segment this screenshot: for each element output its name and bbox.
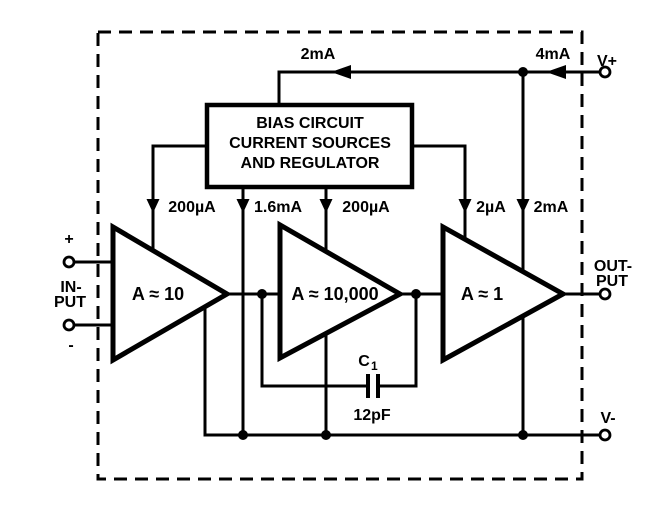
arrow-down-200ua-stage1-icon [146, 199, 160, 213]
output-terminal [598, 287, 612, 301]
junction-dots [238, 67, 528, 440]
label-current-1-6ma: 1.6mA [254, 199, 302, 216]
vminus-terminal [598, 428, 612, 442]
arrow-left-4ma-icon [546, 65, 566, 79]
junction-dot [257, 289, 267, 299]
label-output-line1: OUT- [594, 258, 632, 275]
chip-boundary-dashed-border [96, 30, 584, 481]
label-input-minus-sign: - [68, 337, 73, 354]
arrow-down-200ua-stage2-icon [319, 199, 333, 213]
amp1-triangle [110, 222, 232, 365]
arrow-down-2ma-icon [516, 199, 530, 213]
label-input-line2: PUT [54, 294, 86, 311]
input-minus-terminal [62, 318, 76, 332]
current-arrows [146, 65, 566, 213]
amp2-triangle [277, 220, 406, 363]
label-input-plus-sign: + [64, 231, 73, 248]
label-current-4ma: 4mA [536, 46, 571, 63]
bias-to-amp1-wire [151, 144, 207, 268]
label-output-line2: PUT [596, 273, 628, 290]
bias-circuit-box [204, 102, 415, 190]
junction-dot [411, 289, 421, 299]
vminus-rail [203, 302, 600, 437]
capacitor-c1-symbol [366, 374, 380, 398]
bias-box-title-line1: BIAS CIRCUIT [256, 115, 364, 132]
input-plus-terminal [62, 255, 76, 269]
capacitor-designator-subscript: 1 [371, 359, 378, 373]
vplus-terminal [598, 65, 612, 79]
bias-box-title-line3: AND REGULATOR [241, 155, 380, 172]
label-current-200ua-stage2: 200µA [342, 199, 390, 216]
capacitor-designator: C [358, 353, 370, 370]
label-vplus: V+ [597, 53, 617, 70]
label-input-line1: IN- [60, 279, 81, 296]
arrow-left-2ma-icon [331, 65, 351, 79]
amp2-gain-label: A ≈ 10,000 [291, 284, 378, 304]
label-vminus: V- [600, 410, 615, 427]
junction-dot [518, 67, 528, 77]
amp3-triangle [440, 222, 569, 365]
bias-box-title-line2: CURRENT SOURCES [229, 135, 391, 152]
label-current-2ma-right: 2mA [534, 199, 569, 216]
capacitor-right-wire [380, 294, 418, 388]
vplus-rail-to-bias-wire [277, 70, 600, 105]
label-current-2ma-top: 2mA [301, 46, 336, 63]
junction-dot [238, 430, 248, 440]
label-current-2ua: 2µA [476, 199, 506, 216]
bias-to-amp3-wire [412, 144, 467, 268]
junction-dot [321, 430, 331, 440]
capacitor-left-wire [260, 294, 366, 388]
arrow-down-1-6ma-icon [236, 199, 250, 213]
amp1-gain-label: A ≈ 10 [132, 284, 184, 304]
capacitor-value: 12pF [353, 407, 391, 424]
amp3-gain-label: A ≈ 1 [461, 284, 503, 304]
label-current-200ua-stage1: 200µA [168, 199, 216, 216]
junction-dot [518, 430, 528, 440]
arrow-down-2ua-icon [458, 199, 472, 213]
labels: 2mA 4mA V+ V- OUT- PUT + IN- PUT - BIAS … [54, 46, 632, 427]
pin-terminals [62, 65, 612, 442]
